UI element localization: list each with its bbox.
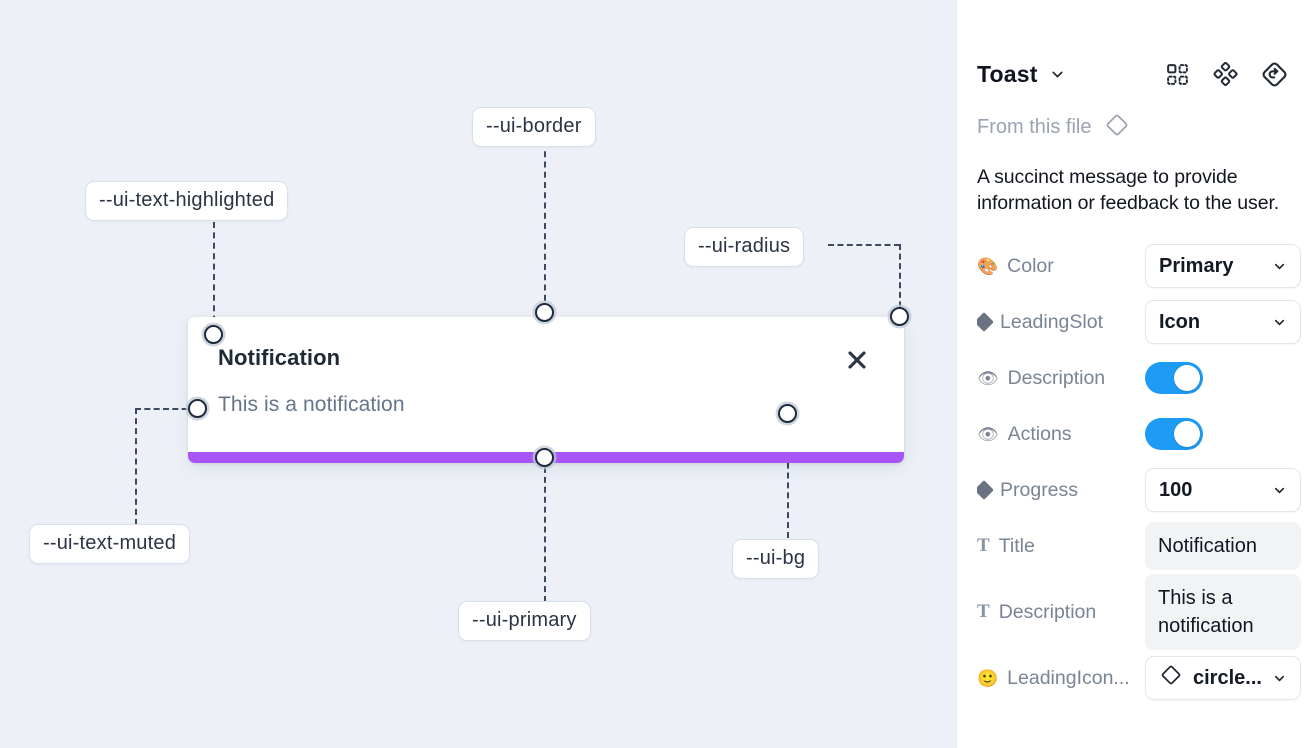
text-type-icon: T — [977, 601, 990, 623]
property-row-title: T Title Notification — [957, 518, 1312, 574]
toast-title: Notification — [218, 345, 341, 370]
property-control-description-text: This is a notification — [1145, 574, 1301, 651]
text-type-icon: T — [977, 535, 990, 557]
diamond-solid-icon — [977, 480, 994, 501]
property-label-text: Description — [998, 600, 1097, 623]
property-control-leadingicon: circle... — [1145, 656, 1301, 701]
connector-ui-bg — [787, 413, 789, 538]
property-control-title: Notification — [1145, 522, 1301, 571]
property-label-actions: 👁 Actions — [977, 423, 1145, 446]
color-select-value: Primary — [1159, 254, 1234, 277]
palette-emoji-icon: 🎨 — [977, 256, 999, 276]
eye-emoji-icon: 👁 — [977, 424, 999, 444]
property-label-description-text: T Description — [977, 601, 1145, 624]
from-this-file-label: From this file — [977, 116, 1092, 138]
property-control-actions-toggle — [1145, 418, 1301, 451]
property-label-text: LeadingIcon... — [1007, 666, 1130, 689]
callout-ui-border[interactable]: --ui-border — [472, 107, 596, 147]
property-row-description-toggle: 👁 Description — [957, 350, 1312, 406]
design-canvas[interactable]: Notification This is a notification --ui… — [0, 0, 956, 748]
property-label-text: Color — [1007, 254, 1054, 277]
from-this-file: From this file — [957, 96, 1312, 143]
toast-component[interactable]: Notification This is a notification — [188, 317, 904, 463]
connector-ui-text-muted-v — [135, 408, 137, 525]
property-control-color: Primary — [1145, 244, 1301, 289]
smiley-emoji-icon: 🙂 — [977, 668, 999, 688]
toast-description: This is a notification — [218, 393, 405, 416]
chevron-down-icon[interactable] — [1049, 66, 1066, 83]
connector-ui-primary — [544, 457, 546, 602]
diamond-solid-icon — [977, 312, 994, 333]
property-control-leadingslot: Icon — [1145, 300, 1301, 345]
leadingslot-select-value: Icon — [1159, 310, 1201, 333]
four-diamonds-icon[interactable] — [1213, 61, 1238, 87]
panel-header-actions — [1165, 61, 1288, 88]
callout-ui-text-highlighted[interactable]: --ui-text-highlighted — [85, 181, 289, 221]
property-row-leadingslot: LeadingSlot Icon — [957, 294, 1312, 350]
diamond-icon — [1104, 112, 1130, 143]
properties-panel: Toast — [956, 0, 1312, 748]
property-row-actions-toggle: 👁 Actions — [957, 406, 1312, 462]
connector-ui-radius-v — [899, 244, 901, 317]
property-label-title: T Title — [977, 535, 1145, 558]
description-input[interactable]: This is a notification — [1145, 574, 1301, 651]
property-label-description-toggle: 👁 Description — [977, 367, 1145, 390]
property-label-text: Actions — [1007, 422, 1072, 445]
property-row-progress: Progress 100 — [957, 462, 1312, 518]
callout-ui-radius[interactable]: --ui-radius — [684, 227, 805, 267]
description-toggle[interactable] — [1145, 362, 1203, 395]
leadingicon-select-value: circle... — [1193, 666, 1262, 689]
diamond-icon — [1159, 663, 1183, 693]
eye-emoji-icon: 👁 — [977, 368, 999, 388]
connector-ui-border — [544, 141, 546, 311]
actions-toggle[interactable] — [1145, 418, 1203, 451]
title-input[interactable]: Notification — [1145, 522, 1301, 571]
handle-ui-radius[interactable] — [890, 307, 909, 326]
property-control-progress: 100 — [1145, 468, 1301, 513]
handle-ui-border[interactable] — [535, 303, 554, 322]
panel-header: Toast — [957, 0, 1312, 96]
chevron-down-icon — [1272, 483, 1287, 498]
leadingslot-select[interactable]: Icon — [1145, 300, 1301, 345]
property-row-leadingicon: 🙂 LeadingIcon... circle... — [957, 650, 1312, 706]
reset-variant-icon[interactable] — [1261, 61, 1288, 88]
callout-ui-text-muted[interactable]: --ui-text-muted — [29, 524, 191, 564]
property-label-text: Description — [1007, 366, 1106, 389]
property-label-leadingslot: LeadingSlot — [977, 311, 1145, 334]
connector-ui-text-highlighted — [213, 222, 215, 332]
property-list: 🎨 Color Primary LeadingSlot — [957, 238, 1312, 706]
progress-select[interactable]: 100 — [1145, 468, 1301, 513]
handle-ui-primary[interactable] — [535, 448, 554, 467]
property-label-progress: Progress — [977, 479, 1145, 502]
handle-ui-bg[interactable] — [778, 404, 797, 423]
color-select[interactable]: Primary — [1145, 244, 1301, 289]
property-control-description-toggle — [1145, 362, 1301, 395]
component-description: A succinct message to provide informatio… — [977, 166, 1280, 214]
callout-ui-bg[interactable]: --ui-bg — [732, 539, 820, 579]
toggle-knob — [1174, 421, 1200, 448]
property-label-color: 🎨 Color — [977, 255, 1145, 278]
connector-ui-text-muted-h — [135, 408, 197, 410]
panel-title: Toast — [977, 60, 1038, 87]
toggle-knob — [1174, 365, 1200, 392]
property-row-description-text: T Description This is a notification — [957, 574, 1312, 651]
progress-select-value: 100 — [1159, 478, 1193, 501]
leadingicon-select[interactable]: circle... — [1145, 656, 1301, 701]
close-icon[interactable] — [844, 347, 870, 373]
property-label-leadingicon: 🙂 LeadingIcon... — [977, 667, 1145, 690]
handle-ui-text-muted[interactable] — [188, 399, 207, 418]
component-grid-icon[interactable] — [1165, 62, 1190, 87]
property-row-color: 🎨 Color Primary — [957, 238, 1312, 294]
property-label-text: LeadingSlot — [1000, 310, 1104, 333]
property-label-text: Progress — [1000, 478, 1079, 501]
chevron-down-icon — [1272, 315, 1287, 330]
chevron-down-icon — [1272, 671, 1287, 686]
property-label-text: Title — [998, 534, 1035, 557]
handle-ui-text-highlighted[interactable] — [204, 325, 223, 344]
callout-ui-primary[interactable]: --ui-primary — [458, 601, 591, 641]
chevron-down-icon — [1272, 259, 1287, 274]
connector-ui-radius-h — [828, 244, 900, 246]
